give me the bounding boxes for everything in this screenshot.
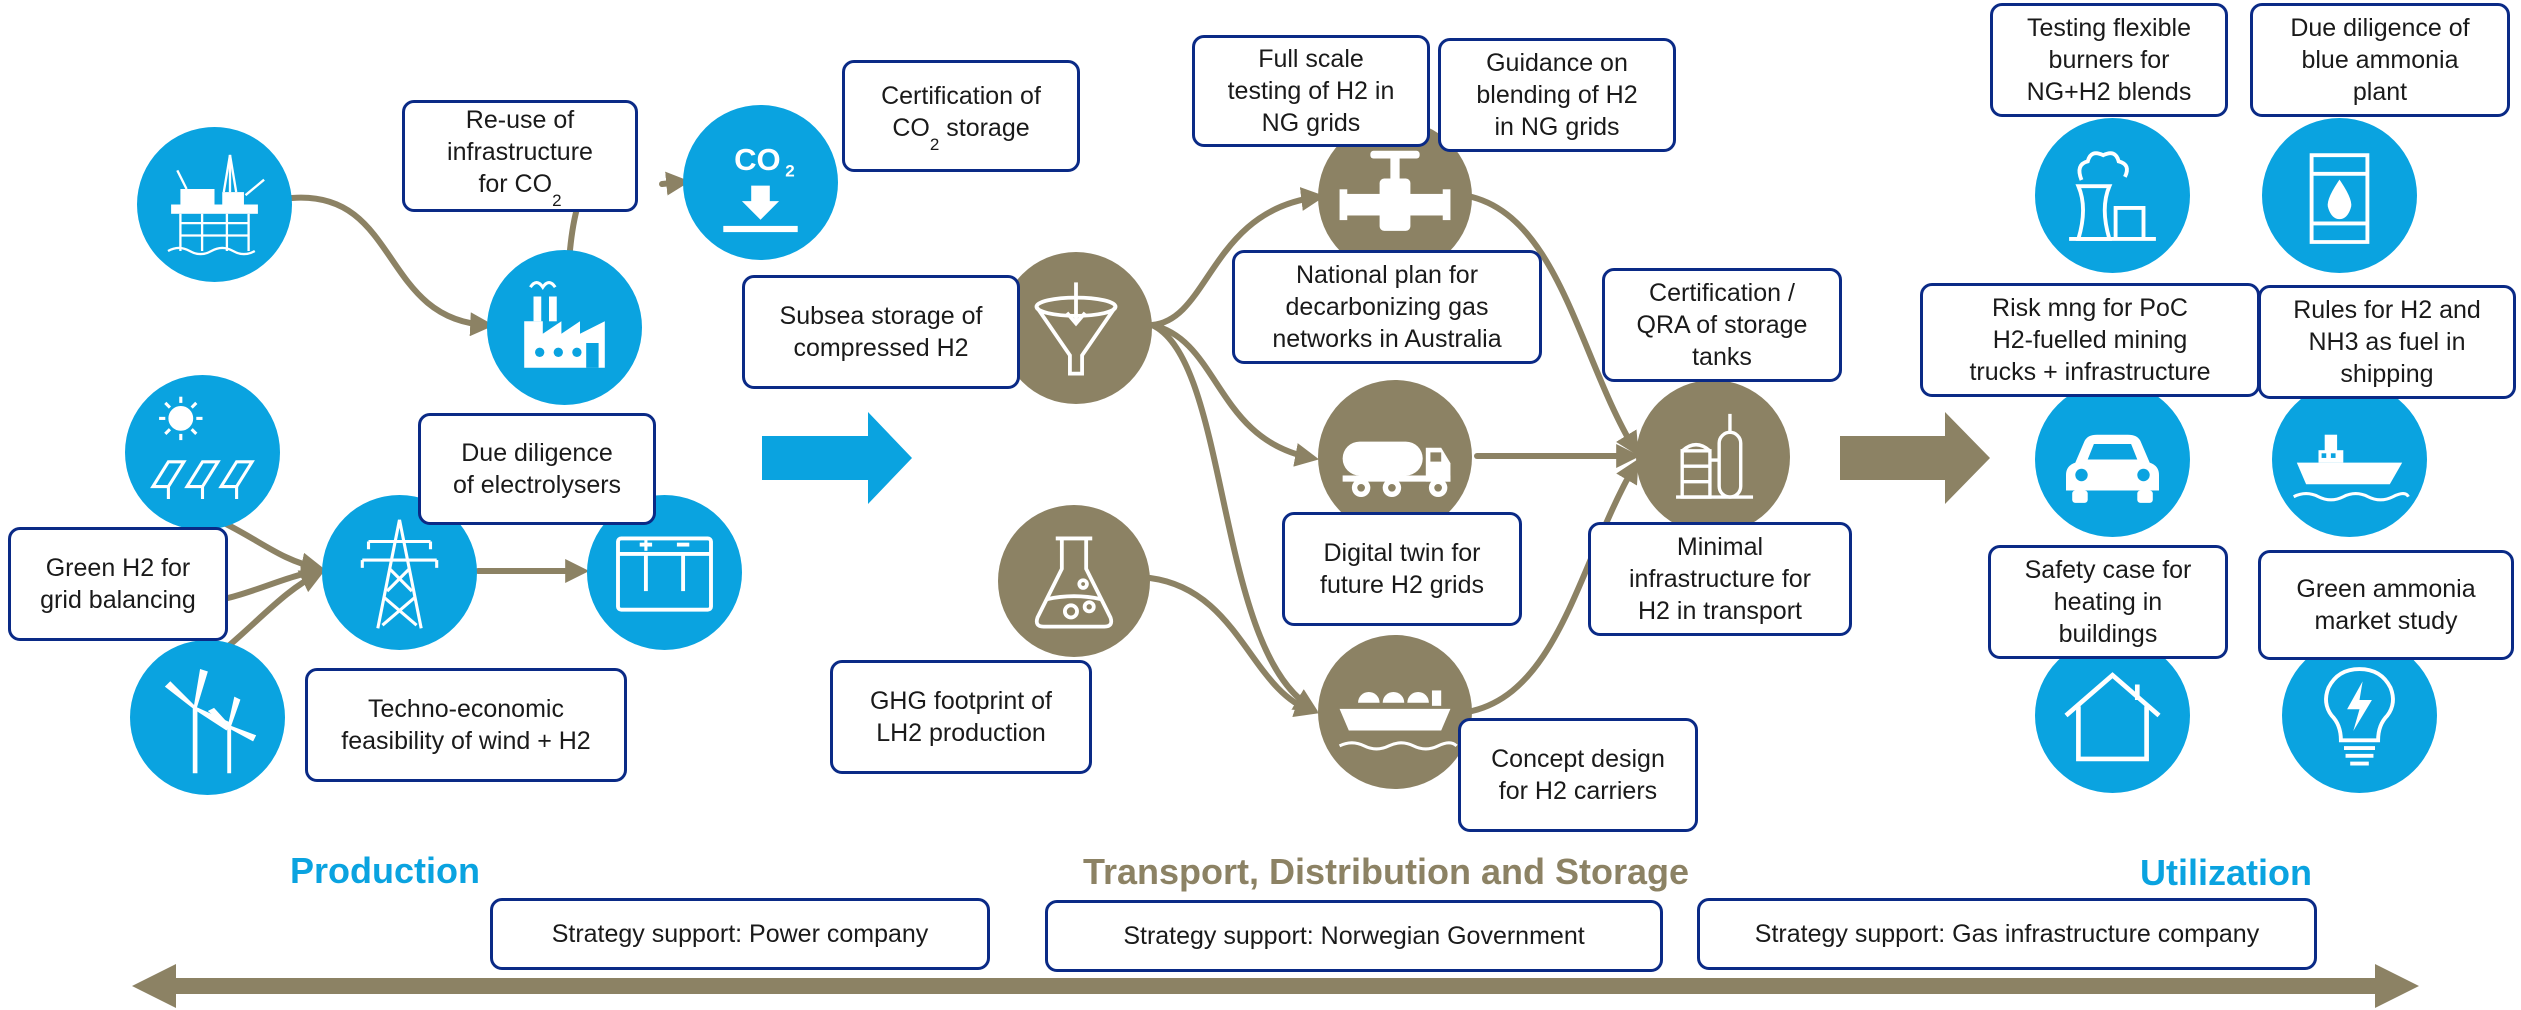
solar-panel-icon [150,396,255,499]
power-pylon-icon [360,519,439,629]
flexible-burners-box: Testing flexible burners for NG+H2 blend… [1990,3,2228,117]
blending-guidance-box: Guidance on blending of H2 in NG grids [1438,38,1676,152]
electrolyser-dd-box: Due diligence of electrolysers [418,413,656,525]
lng-carrier-ship-icon [1338,690,1458,751]
offshore-platform-icon [167,154,265,256]
flow-ship-to-tank [1469,458,1639,714]
car-circle [2035,382,2190,537]
funnel-storage-icon [1034,282,1118,376]
power-plant-circle [2035,118,2190,273]
blue-ammonia-dd-box: Due diligence of blue ammonia plant [2250,3,2510,117]
flow-valve-to-tank [1469,194,1639,457]
flow-offshore-to-factory [289,194,495,337]
shipping-fuel-rules-box: Rules for H2 and NH3 as fuel in shipping [2258,285,2516,399]
co2-icon-subscript: 2 [785,161,794,180]
stage-label-utilization: Utilization [2140,852,2312,893]
stage-arrow-blue [762,412,912,504]
wind-turbine-icon [164,668,257,774]
minimal-infrastructure-box: Minimal infrastructure for H2 in transpo… [1588,522,1852,636]
light-bulb-icon [2324,667,2395,766]
tank-plant-circle [1636,380,1790,534]
strategy-norwegian-government: Strategy support: Norwegian Government [1045,900,1663,972]
factory-circle [487,250,642,405]
flow-flask-to-ship [1147,575,1319,717]
co2-icon-text: CO [734,142,781,177]
co2-certification-box: Certification of CO2 storage [842,60,1080,172]
pipeline-valve-icon [1339,150,1451,231]
solar-circle [125,375,280,530]
factory-icon [524,281,605,368]
ship-circle [1318,635,1472,789]
green-ammonia-study-box: Green ammonia market study [2258,550,2514,660]
bottom-double-arrow [132,964,2419,1008]
storage-tank-plant-icon [1676,413,1754,499]
tanker-truck-icon [1342,441,1451,498]
digital-twin-box: Digital twin for future H2 grids [1282,512,1522,626]
full-scale-testing-box: Full scale testing of H2 in NG grids [1192,35,1430,147]
stage-label-production: Production [290,850,480,891]
power-plant-icon [2069,151,2156,241]
wind-circle [130,640,285,795]
green-h2-box: Green H2 for grid balancing [8,527,228,641]
reuse-infrastructure-text: Re-use of infrastructure for CO2 [447,105,593,210]
techno-economic-box: Techno-economic feasibility of wind + H2 [305,668,627,782]
co2-storage-circle: CO 2 [683,105,838,260]
flask-circle [998,505,1150,657]
ghg-footprint-box: GHG footprint of LH2 production [830,660,1092,774]
heating-safety-case-box: Safety case for heating in buildings [1988,545,2228,659]
subsea-storage-box: Subsea storage of compressed H2 [742,275,1020,389]
mining-trucks-risk-box: Risk mng for PoC H2-fuelled mining truck… [1920,283,2260,397]
house-icon [2064,672,2161,762]
offshore-platform-circle [137,127,292,282]
national-plan-box: National plan for decarbonizing gas netw… [1232,250,1542,364]
strategy-power-company: Strategy support: Power company [490,898,990,970]
flow-reuse-to-co2 [659,171,691,196]
strategy-gas-infrastructure: Strategy support: Gas infrastructure com… [1697,898,2317,970]
flow-funnel-to-ship [1149,322,1319,712]
concept-design-box: Concept design for H2 carriers [1458,718,1698,832]
stage-arrow-olive [1840,412,1990,504]
funnel-circle [1000,252,1152,404]
flow-funnel-to-valve [1149,187,1326,328]
flow-funnel-to-truck [1149,322,1320,467]
vessel-circle [2272,382,2427,537]
co2-storage-icon: CO 2 [723,142,798,233]
bulb-circle [2282,638,2437,793]
storage-tank-certification-box: Certification / QRA of storage tanks [1602,268,1842,382]
chemistry-flask-icon [1034,536,1114,629]
co2-certification-text: Certification of CO2 storage [881,81,1041,154]
barrel-circle [2262,118,2417,273]
truck-circle [1318,380,1472,534]
electrolyser-icon [616,536,713,612]
house-circle [2035,638,2190,793]
vessel-icon [2293,434,2410,502]
stage-label-transport: Transport, Distribution and Storage [1083,851,1690,892]
reuse-infrastructure-box: Re-use of infrastructure for CO2 [402,100,638,212]
car-icon [2066,434,2159,503]
oil-barrel-icon [2309,153,2370,244]
